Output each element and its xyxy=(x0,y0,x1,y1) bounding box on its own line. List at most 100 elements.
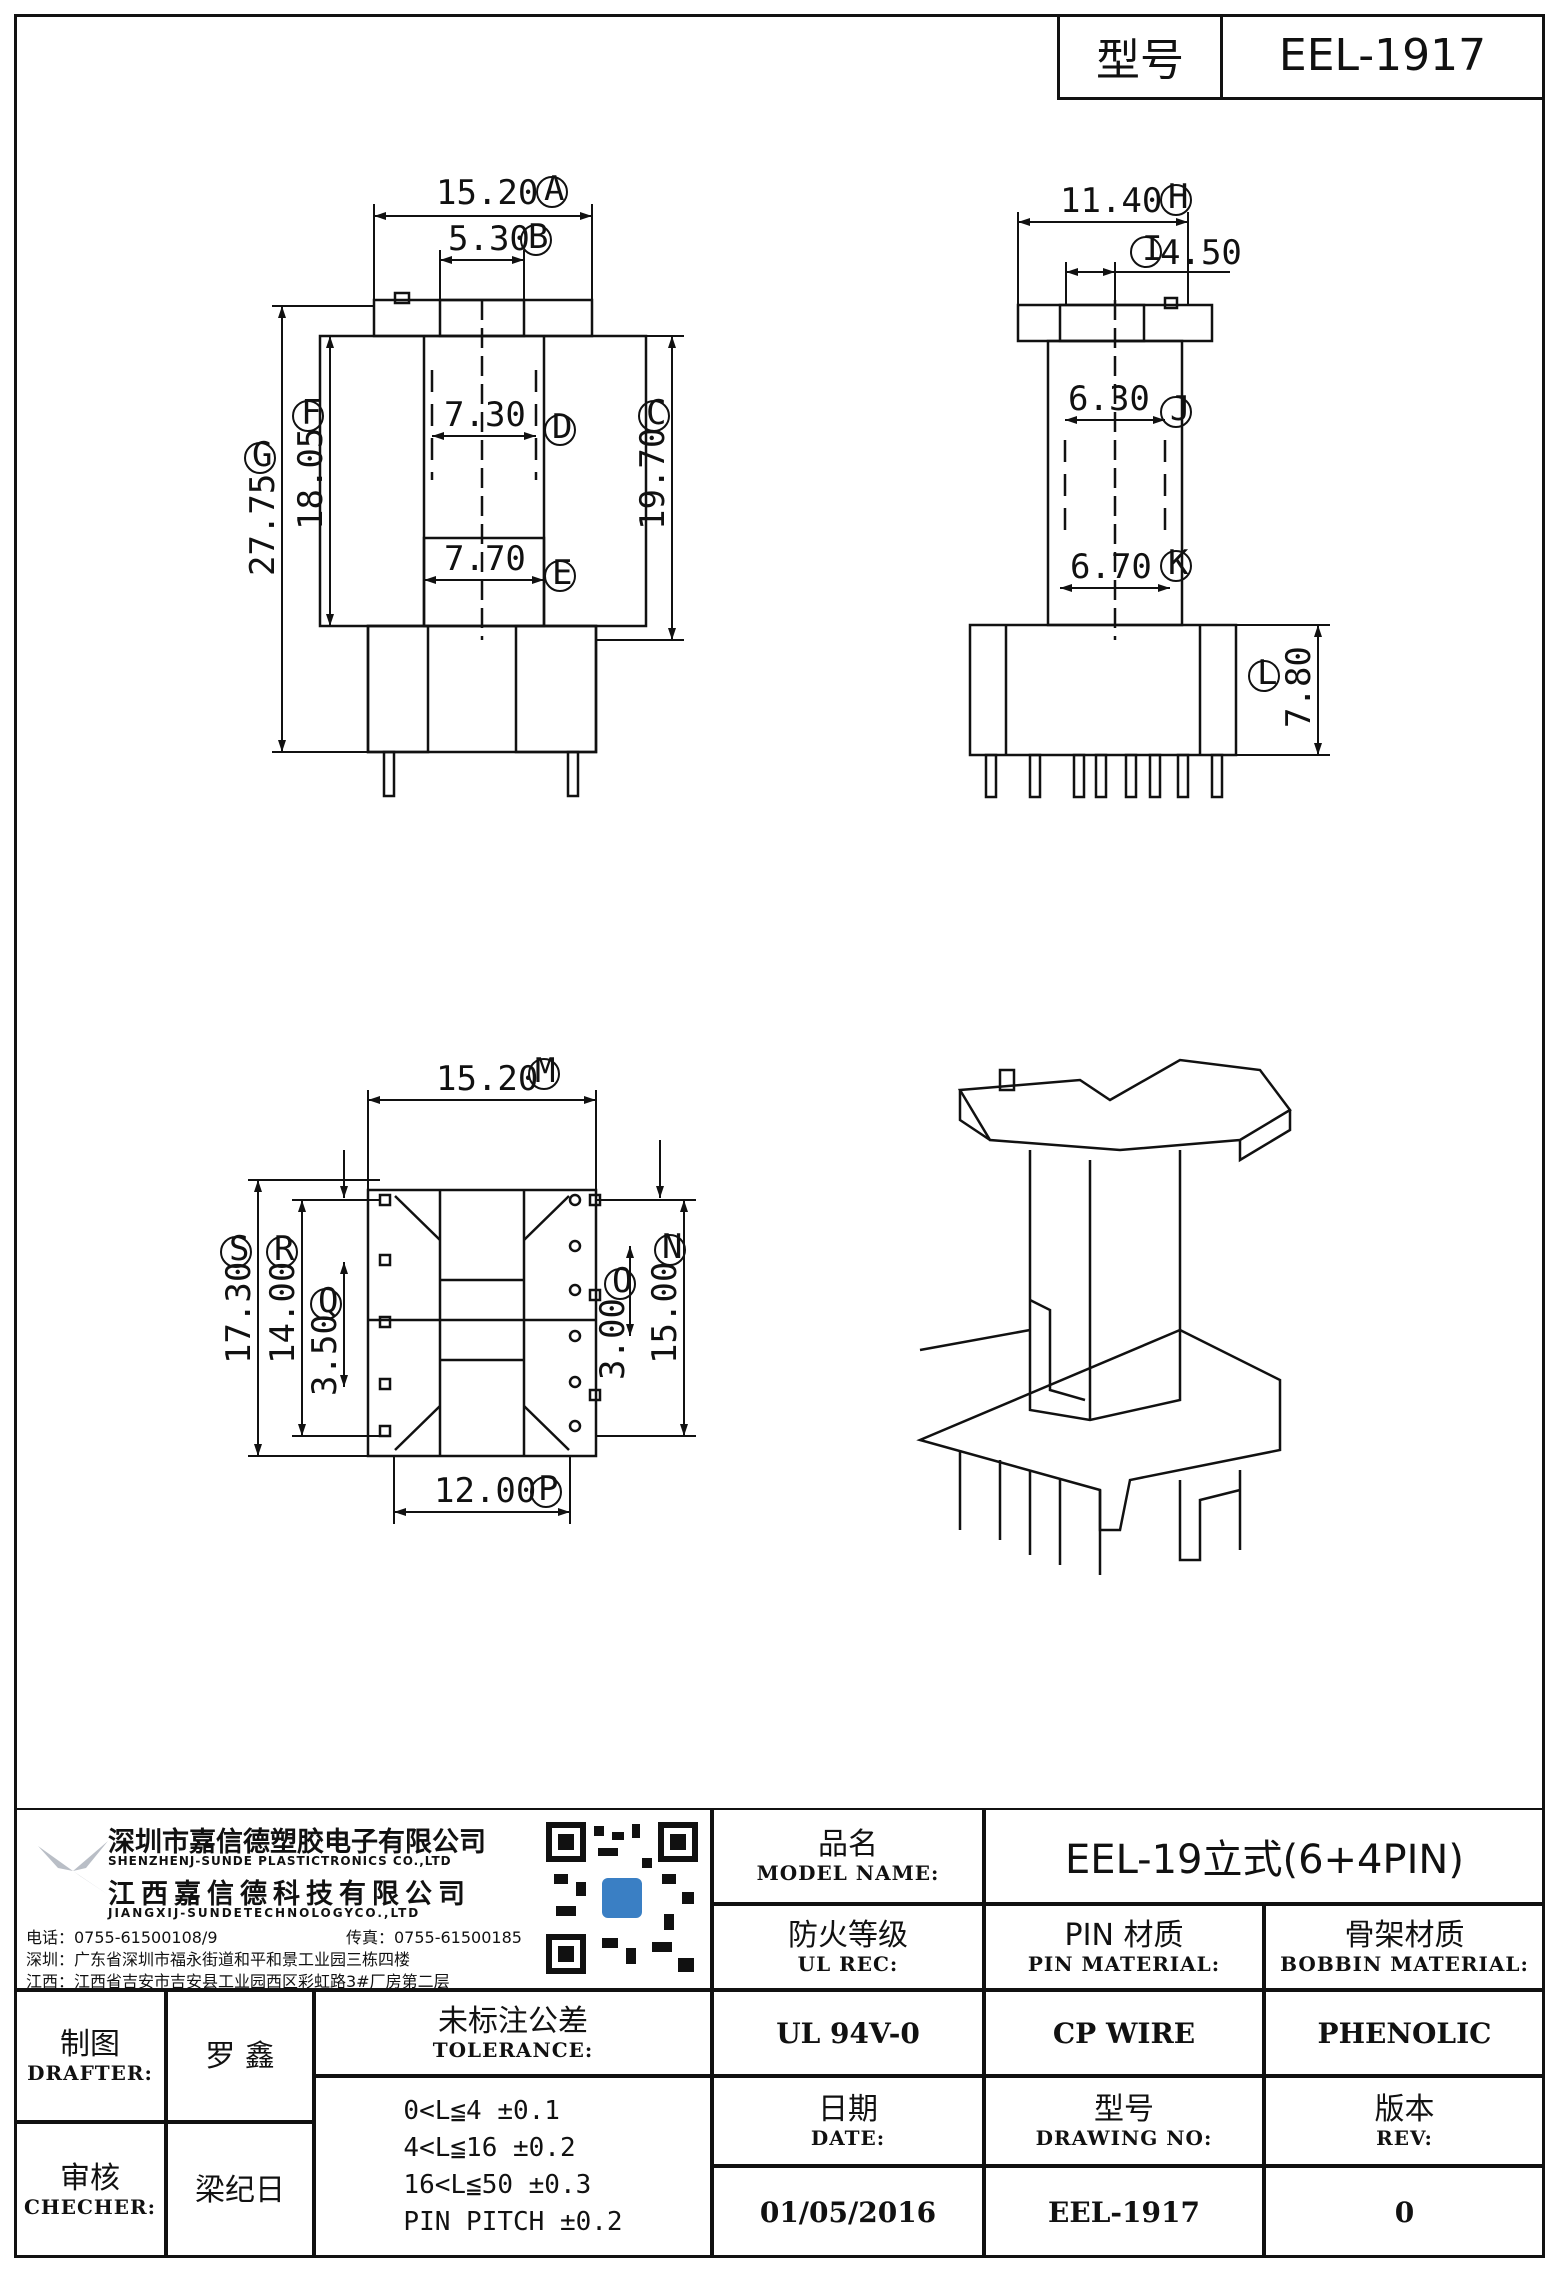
dim-l-value: 7.80 xyxy=(1279,646,1319,728)
date-label-cn: 日期 xyxy=(818,2091,878,2127)
drafter-label-cn: 制图 xyxy=(60,2026,120,2062)
tolerance-row: 4<L≦16 ±0.2 xyxy=(403,2133,576,2163)
dim-a-value: 15.20 xyxy=(436,173,538,213)
ref-l-label: L xyxy=(1248,653,1280,693)
bobbin-material-label-en: BOBBIN MATERIAL: xyxy=(1280,1951,1529,1976)
ref-n-label: N xyxy=(654,1227,686,1267)
drawing-no-label-en: DRAWING NO: xyxy=(1035,2125,1213,2150)
dim-c-value: 19.70 xyxy=(633,428,673,530)
rev-value: 0 xyxy=(1264,2166,1545,2258)
pin-material-text: CP WIRE xyxy=(1052,2016,1196,2050)
rev-label: 版本 REV: xyxy=(1264,2076,1545,2166)
ul-rec-value: UL 94V-0 xyxy=(712,1990,984,2076)
date-label-en: DATE: xyxy=(810,2125,886,2150)
drafter-label-en: DRAFTER: xyxy=(27,2060,153,2085)
drawing-no-label-cn: 型号 xyxy=(1094,2091,1154,2127)
svg-text:B: B xyxy=(528,217,548,257)
svg-text:O: O xyxy=(612,1261,632,1301)
dim-j-value: 6.30 xyxy=(1068,379,1150,419)
ref-i-label: I xyxy=(1130,229,1162,269)
pin-material-label-cn: PIN 材质 xyxy=(1064,1917,1184,1953)
drawing-no-value: EEL-1917 xyxy=(984,2166,1264,2258)
tolerance-label: 未标注公差 TOLERANCE: xyxy=(314,1990,712,2076)
dim-m-value: 15.20 xyxy=(436,1059,538,1099)
date-label: 日期 DATE: xyxy=(712,2076,984,2166)
svg-text:P: P xyxy=(538,1469,558,1509)
dim-q-value: 3.50 xyxy=(305,1314,345,1396)
reference-labels: A B D E C F G H I J K L M P S R Q N O xyxy=(220,169,1280,1509)
model-name-label: 品名 MODEL NAME: xyxy=(712,1808,984,1904)
ref-a-label: A xyxy=(536,169,568,209)
dim-g-value: 27.75 xyxy=(243,474,283,576)
company2-name-en: JIANGXIJ-SUNDETECHNOLOGYCO.,LTD xyxy=(108,1906,421,1920)
model-header-label: 型号 xyxy=(1060,14,1223,97)
svg-text:D: D xyxy=(552,407,572,447)
tolerance-row: 0<L≦4 ±0.1 xyxy=(403,2096,560,2126)
svg-text:Q: Q xyxy=(318,1281,338,1321)
dim-e-value: 7.70 xyxy=(444,539,526,579)
svg-text:M: M xyxy=(535,1051,555,1091)
drawing-no-text: EEL-1917 xyxy=(1048,2195,1200,2229)
svg-text:F: F xyxy=(301,393,321,433)
model-name-label-cn: 品名 xyxy=(818,1826,878,1862)
dim-p-value: 12.00 xyxy=(434,1471,536,1511)
isometric-view xyxy=(916,1058,1292,1575)
ref-e-label: E xyxy=(544,553,576,593)
svg-text:H: H xyxy=(1168,177,1188,217)
company-name-cn: 深圳市嘉信德塑胶电子有限公司 xyxy=(108,1827,486,1858)
rev-label-cn: 版本 xyxy=(1374,2091,1435,2127)
tolerance-row: 16<L≦50 ±0.3 xyxy=(403,2170,592,2200)
checker-label-en: CHECHER: xyxy=(23,2194,157,2219)
dim-o-value: 3.00 xyxy=(593,1298,633,1380)
ref-p-label: P xyxy=(530,1469,562,1509)
ref-f-label: F xyxy=(292,393,324,433)
svg-text:S: S xyxy=(229,1229,249,1269)
svg-text:E: E xyxy=(552,553,572,593)
svg-text:L: L xyxy=(1257,653,1277,693)
ref-s-label: S xyxy=(220,1229,252,1269)
pin-material-label-en: PIN MATERIAL: xyxy=(1027,1951,1221,1976)
pin-material-label: PIN 材质 PIN MATERIAL: xyxy=(984,1904,1264,1990)
dim-i-value: 4.50 xyxy=(1160,233,1242,273)
company-address-jx: 江西：江西省吉安市吉安县工业园西区彩虹路3#厂房第二层 xyxy=(26,1972,450,1991)
dim-r-value: 14.00 xyxy=(263,1262,303,1364)
bobbin-material-text: PHENOLIC xyxy=(1317,2016,1492,2050)
ref-q-label: Q xyxy=(310,1281,342,1321)
bobbin-material-label-cn: 骨架材质 xyxy=(1344,1917,1465,1953)
dim-b-value: 5.30 xyxy=(448,219,530,259)
model-name-label-en: MODEL NAME: xyxy=(756,1860,940,1885)
checker-label-cn: 审核 xyxy=(60,2160,120,2196)
ul-rec-text: UL 94V-0 xyxy=(776,2016,920,2050)
dimension-lines xyxy=(248,204,1330,1524)
ref-b-label: B xyxy=(520,217,552,257)
rev-label-en: REV: xyxy=(1376,2125,1433,2150)
checker-name: 梁纪日 xyxy=(195,2172,285,2208)
ref-g-label: G xyxy=(244,435,276,475)
ul-rec-label-cn: 防火等级 xyxy=(788,1917,908,1953)
ul-rec-label-en: UL REC: xyxy=(797,1951,899,1976)
dim-s-value: 17.30 xyxy=(219,1262,259,1364)
svg-text:G: G xyxy=(252,435,272,475)
date-value: 01/05/2016 xyxy=(712,2166,984,2258)
dim-h-value: 11.40 xyxy=(1060,181,1162,221)
checker-label: 审核 CHECHER: xyxy=(14,2122,166,2258)
svg-text:A: A xyxy=(544,169,564,209)
svg-text:I: I xyxy=(1142,229,1162,269)
rev-text: 0 xyxy=(1394,2195,1415,2229)
ref-h-label: H xyxy=(1160,177,1192,217)
dim-n-value: 15.00 xyxy=(645,1262,685,1364)
bobbin-material-value: PHENOLIC xyxy=(1264,1990,1545,2076)
company-info: 深圳市嘉信德塑胶电子有限公司 SHENZHENJ-SUNDE PLASTICTR… xyxy=(14,1808,712,1991)
tolerance-table: 0<L≦4 ±0.1 4<L≦16 ±0.2 16<L≦50 ±0.3 PIN … xyxy=(314,2076,712,2258)
ref-o-label: O xyxy=(604,1261,636,1301)
drafter-value: 罗 鑫 xyxy=(166,1990,314,2122)
company-name-en: SHENZHENJ-SUNDE PLASTICTRONICS CO.,LTD xyxy=(108,1854,452,1868)
svg-text:R: R xyxy=(274,1229,295,1269)
ref-c-label: C xyxy=(638,393,670,433)
checker-value: 梁纪日 xyxy=(166,2122,314,2258)
pin-material-value: CP WIRE xyxy=(984,1990,1264,2076)
company-logo xyxy=(38,1841,110,1906)
model-header-value: EEL-1917 xyxy=(1278,30,1487,81)
front-view xyxy=(318,291,648,798)
svg-text:C: C xyxy=(646,393,666,433)
